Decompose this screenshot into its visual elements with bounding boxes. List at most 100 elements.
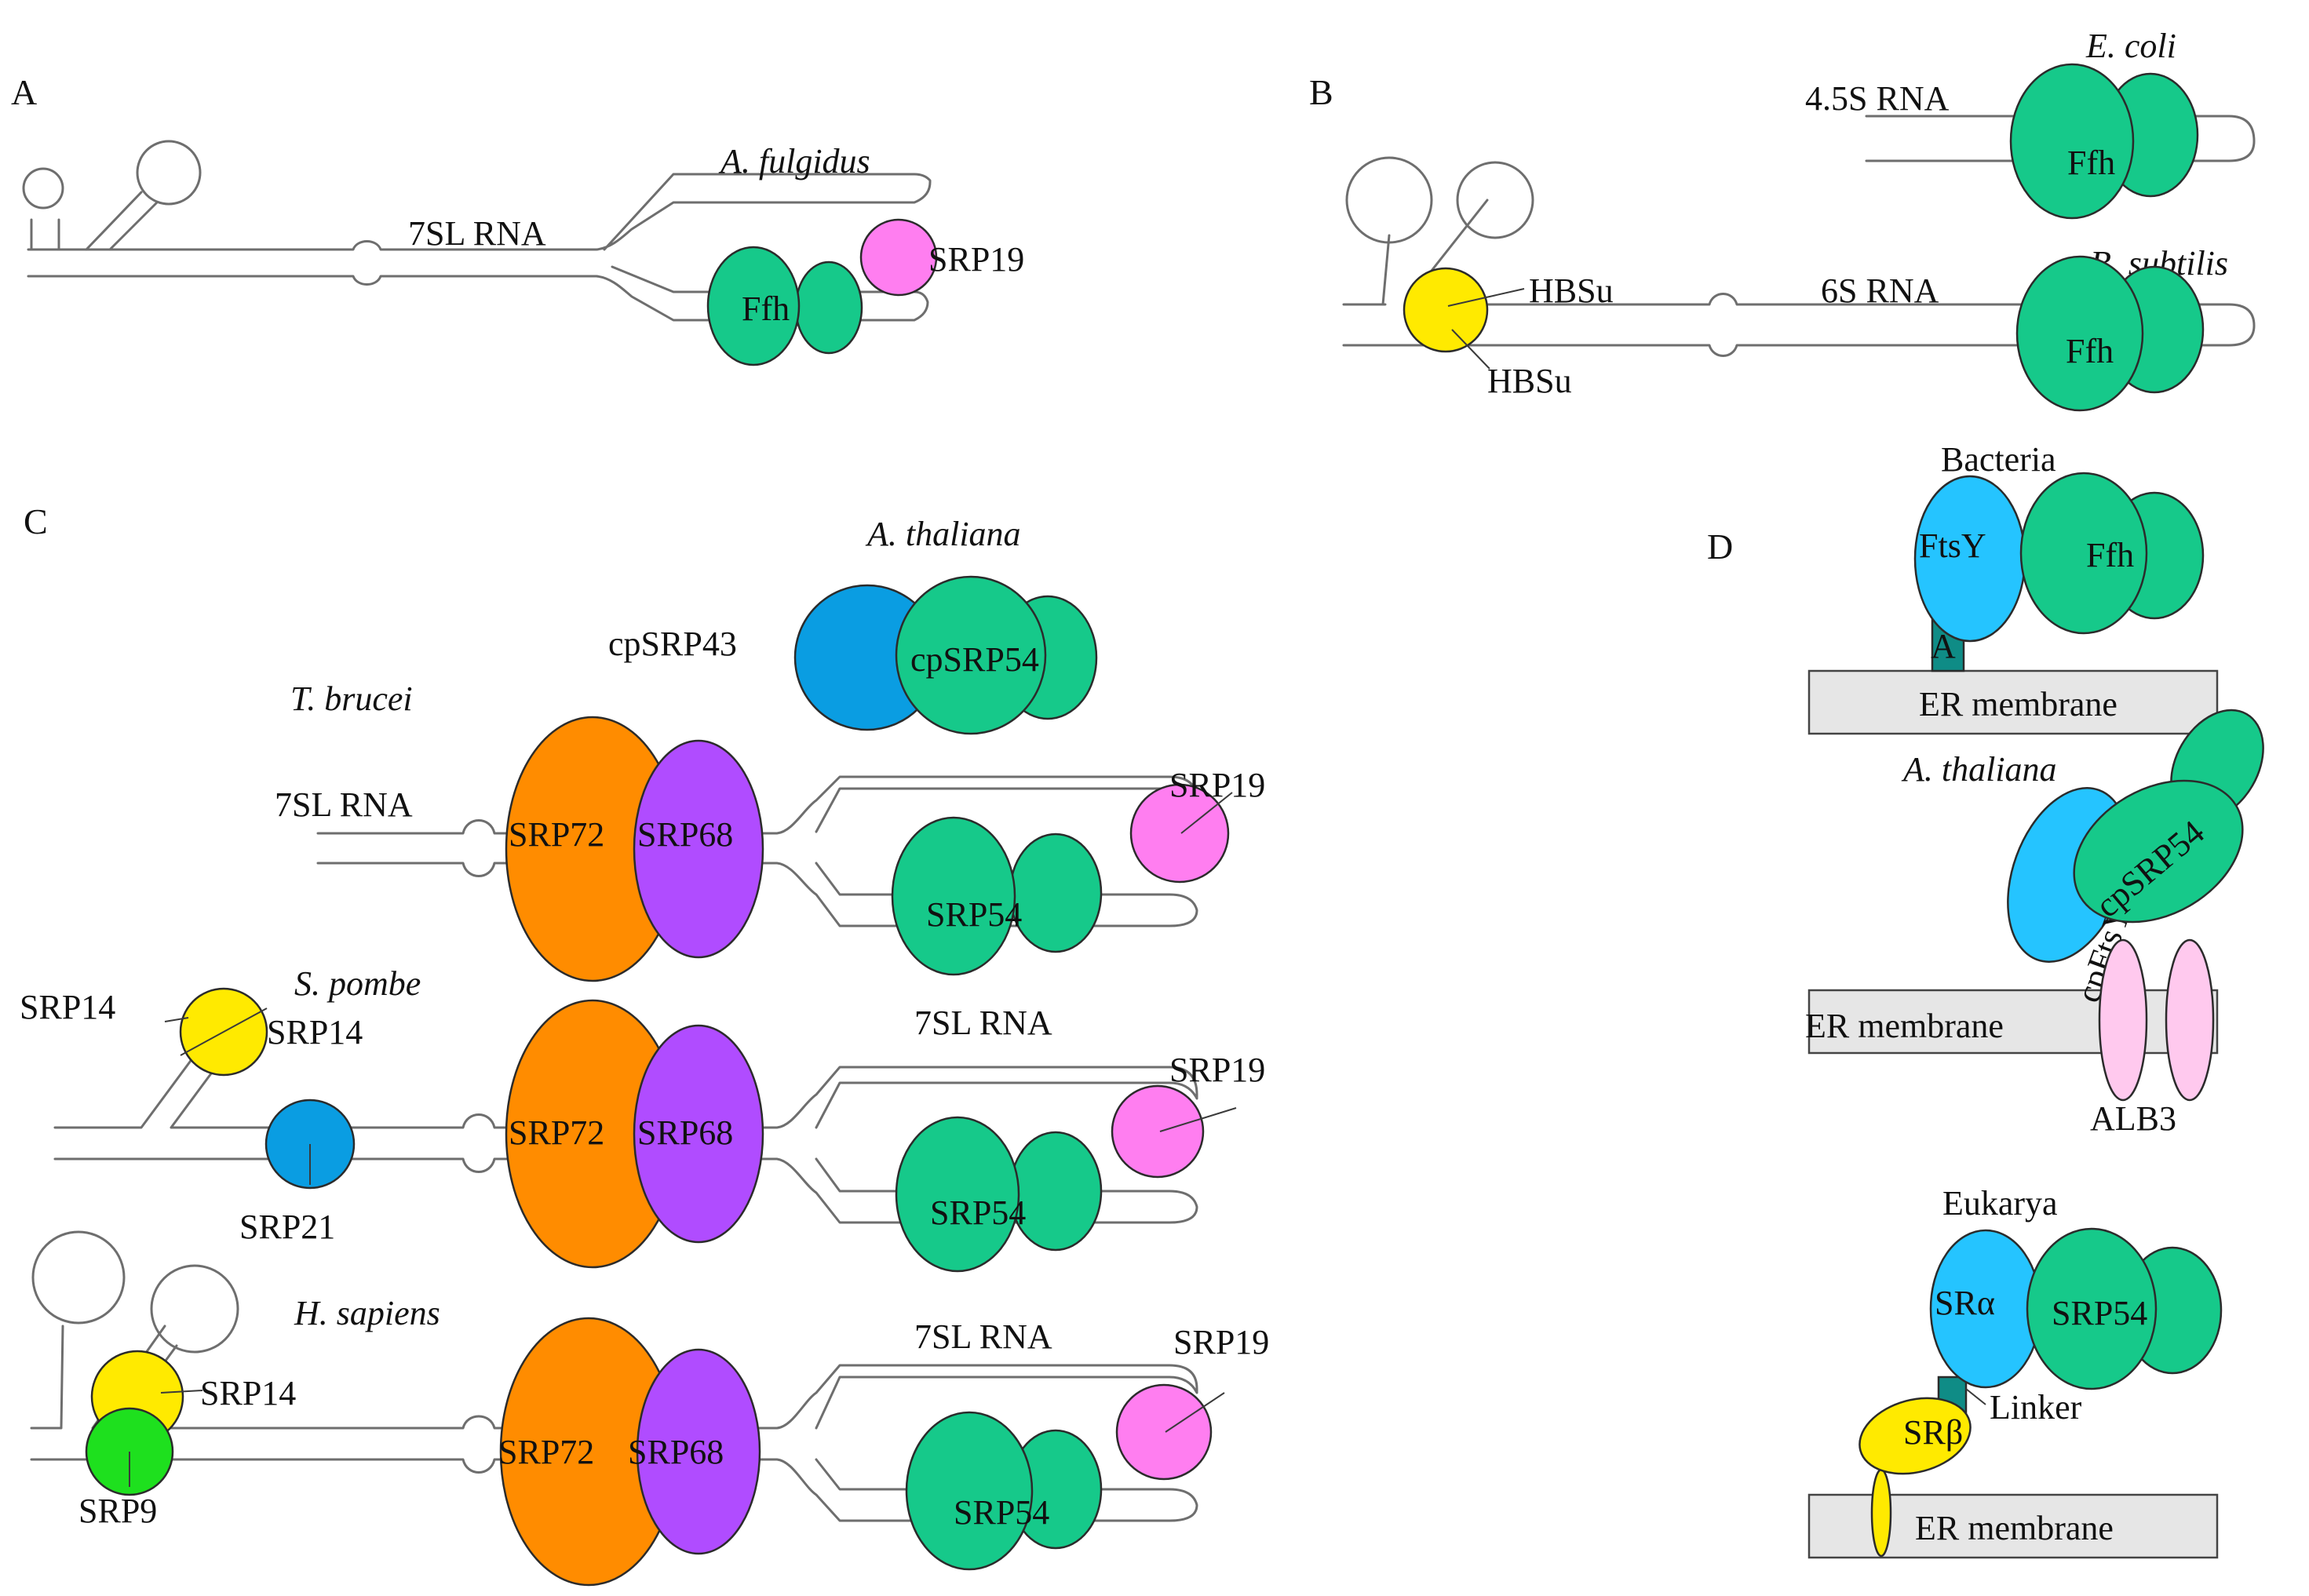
panel-c-sapiens-species: H. sapiens (294, 1294, 440, 1332)
panel-a-ffh-label: Ffh (742, 290, 790, 328)
panel-c-sapiens-srp54-label: SRP54 (954, 1493, 1049, 1532)
panel-d-bacteria-membrane (1807, 669, 2219, 735)
panel-d-thaliana-cpsrp54-large-lobe (2073, 779, 2244, 924)
panel-c-brucei-srp54-label: SRP54 (926, 895, 1022, 934)
panel-c-sapiens-stem-loop-1 (31, 1230, 126, 1325)
panel-a-stem-loop-2 (136, 140, 202, 206)
panel-b-hbsu-label-1: HBSu (1529, 271, 1614, 310)
panel-c-brucei-srp19 (1129, 783, 1230, 884)
panel-d-eukarya-srp54-large-lobe (2026, 1227, 2158, 1390)
panel-b-bsub-rna-label: 6S RNA (1821, 271, 1939, 310)
panel-a-srp19-label: SRP19 (928, 240, 1024, 279)
panel-c-brucei-srp19-label: SRP19 (1169, 766, 1265, 804)
panel-a-stem-loop-1 (22, 167, 64, 210)
panel-c-sapiens-srp19-label: SRP19 (1173, 1323, 1269, 1361)
panel-c-brucei-srp72-label: SRP72 (509, 815, 604, 854)
panel-c-sapiens-srp54-large-lobe (905, 1411, 1034, 1571)
panel-c-brucei-species: T. brucei (290, 680, 413, 718)
panel-a: A A. fulgidus 7SL RNA Ffh SRP19 (11, 72, 1024, 366)
panel-b-ecoli-rna-label: 4.5S RNA (1805, 79, 1950, 118)
panel-d-thaliana-alb3-label: ALB3 (2090, 1099, 2176, 1138)
panel-d-bacteria-ffh-large-lobe (2019, 472, 2148, 635)
panel-c-pombe-srp21-label: SRP21 (239, 1208, 335, 1246)
panel-d-bacteria-membrane-label: ER membrane (1919, 685, 2117, 723)
panel-c-sapiens-srp68-label: SRP68 (628, 1433, 724, 1471)
panel-c-pombe-srp14-pointer-1 (180, 1008, 268, 1056)
panel-c-brucei-srp68 (633, 739, 764, 959)
panel-c-pombe-srp54-large-lobe (895, 1116, 1020, 1273)
panel-b-letter: B (1309, 72, 1333, 112)
panel-a-ffh-large-lobe (706, 246, 801, 366)
panel-c: C A. thaliana cpSRP43 cpSRP54 T. brucei … (20, 501, 1269, 1587)
panel-c-cpsrp54-label: cpSRP54 (910, 640, 1039, 679)
panel-d-eukarya-linker-label: Linker (1990, 1388, 2082, 1427)
panel-c-sapiens-srp14-pointer (160, 1390, 203, 1394)
panel-d: D Bacteria ER membrane A FtsY Ffh A. tha… (1707, 440, 2264, 1559)
panel-c-pombe-rna-label: 7SL RNA (914, 1004, 1052, 1042)
panel-c-pombe-srp19-pointer (1159, 1107, 1237, 1132)
panel-d-eukarya-srb (1859, 1397, 1972, 1475)
panel-d-thaliana-membrane-label: ER membrane (1805, 1007, 2004, 1045)
panel-b-hbsu (1403, 267, 1489, 353)
panel-d-thaliana-membrane (1807, 989, 2219, 1055)
panel-c-pombe-srp54-small-lobe (1009, 1131, 1103, 1252)
panel-b-ecoli-ffh-label: Ffh (2067, 144, 2115, 182)
panel-c-thaliana-species: A. thaliana (865, 515, 1021, 553)
panel-c-sapiens-srp19 (1115, 1383, 1213, 1481)
panel-d-bacteria-ftsy-label: FtsY (1919, 527, 1986, 565)
panel-a-rna-strand (27, 173, 932, 322)
panel-c-pombe-rna-strand (53, 1054, 1198, 1224)
panel-d-thaliana-alb3-left (2098, 938, 2148, 1102)
panel-c-cpsrp54-large-lobe (895, 575, 1047, 735)
panel-c-brucei-srp54-large-lobe (891, 816, 1016, 976)
panel-b-hbsu-pointer-2 (1451, 329, 1490, 370)
panel-c-pombe-srp14-b-label: SRP14 (267, 1013, 363, 1051)
panel-d-eukarya-srb-tm (1870, 1468, 1892, 1558)
panel-d-bacteria-ffh-label: Ffh (2086, 536, 2134, 574)
panel-c-sapiens-srp9-label: SRP9 (78, 1492, 157, 1530)
panel-c-sapiens-stem-loop-2 (150, 1264, 239, 1354)
panel-b-bsub-ffh-label: Ffh (2066, 332, 2114, 370)
panel-c-pombe-srp54-label: SRP54 (930, 1193, 1026, 1232)
panel-d-eukarya-membrane-label: ER membrane (1915, 1509, 2114, 1547)
panel-c-pombe-srp68-label: SRP68 (637, 1113, 733, 1152)
panel-c-brucei-rna-label: 7SL RNA (275, 785, 413, 824)
panel-c-cpsrp43-label: cpSRP43 (608, 625, 737, 663)
panel-d-thaliana-title: A. thaliana (1901, 750, 2057, 789)
panel-c-sapiens-srp19-pointer (1165, 1392, 1225, 1433)
panel-d-eukarya-title: Eukarya (1942, 1184, 2058, 1223)
panel-c-pombe-srp68 (633, 1024, 764, 1244)
panel-b-bsub-rna (1342, 199, 2256, 357)
panel-b-ecoli-species: E. coli (2085, 27, 2176, 65)
panel-b-stem-loop-2 (1456, 161, 1534, 239)
panel-c-pombe-srp19 (1111, 1084, 1205, 1179)
panel-a-rna-label: 7SL RNA (408, 214, 546, 253)
panel-c-sapiens-srp72-label: SRP72 (498, 1433, 594, 1471)
panel-d-bacteria-title: Bacteria (1941, 440, 2056, 479)
panel-a-species: A. fulgidus (718, 142, 870, 180)
panel-c-brucei-srp68-label: SRP68 (637, 815, 733, 854)
panel-c-letter: C (24, 501, 48, 541)
panel-c-pombe-species: S. pombe (294, 964, 421, 1003)
panel-b-hbsu-label-2: HBSu (1487, 362, 1572, 400)
panel-b-bsub-ffh-large-lobe (2015, 255, 2144, 412)
panel-b-hbsu-pointer-1 (1447, 288, 1525, 307)
panel-d-eukarya-sra-label: SRα (1935, 1284, 1995, 1322)
panel-d-eukarya-srp54-label: SRP54 (2052, 1294, 2147, 1332)
panel-a-srp19 (859, 218, 938, 297)
panel-d-eukarya-linker-pointer (1965, 1388, 1986, 1405)
panel-b: B E. coli 4.5S RNA Ffh HBSu HBSu B. subt… (1309, 27, 2256, 412)
panel-d-letter: D (1707, 527, 1733, 567)
panel-b-ecoli-rna (1865, 115, 2256, 162)
panel-b-ecoli-ffh-large-lobe (2009, 63, 2135, 220)
panel-c-pombe-srp14-a-label: SRP14 (20, 988, 115, 1026)
panel-d-eukarya-srb-label: SRβ (1903, 1413, 1963, 1452)
panel-a-letter: A (11, 72, 37, 112)
panel-c-sapiens-srp68 (636, 1348, 761, 1555)
panel-c-pombe-srp19-label: SRP19 (1169, 1051, 1265, 1089)
panel-d-thaliana-alb3-right (2165, 938, 2215, 1102)
panel-c-sapiens-srp14-label: SRP14 (200, 1374, 296, 1412)
panel-c-sapiens-rna-label: 7SL RNA (914, 1317, 1052, 1356)
panel-b-stem-loop-1 (1345, 156, 1433, 244)
